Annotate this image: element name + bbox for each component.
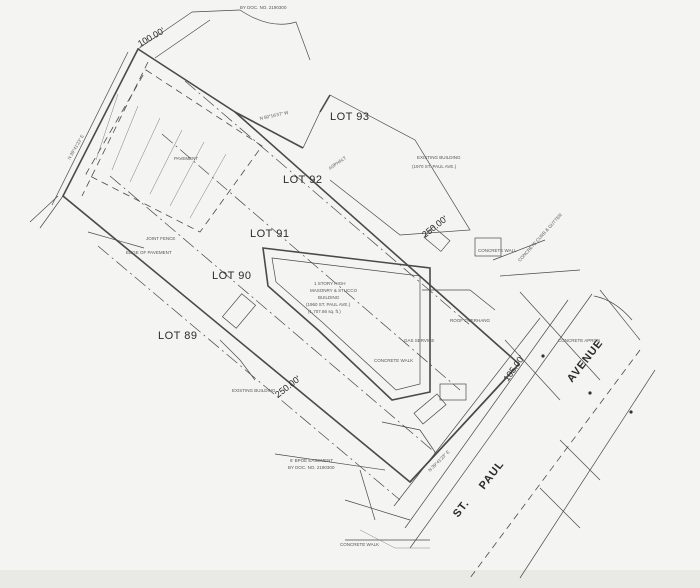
note-concrete-walk: CONCRETE WALK — [374, 358, 413, 363]
stall-4 — [149, 129, 183, 195]
bottom-line-1 — [344, 499, 411, 521]
note-main-building-1: 1 STORY HIGH — [314, 281, 346, 286]
note-existing-building-sw: EXISTING BUILDING — [232, 388, 276, 393]
west-tick — [29, 195, 59, 223]
lot-line-89 — [97, 245, 401, 501]
note-easement: 6' BPOE EASEMENT — [290, 458, 333, 463]
fence-segment — [219, 339, 256, 381]
marker-dot-2 — [588, 391, 592, 395]
stall-2 — [111, 105, 139, 171]
note-concrete-apron: CONCRETE APRON — [558, 338, 600, 343]
note-existing-building-addr: (1970 ST. PAUL AVE.) — [412, 164, 457, 169]
building-inner-line — [271, 257, 421, 391]
dim-north-bearing: N 50°16'37" W — [259, 110, 289, 121]
west-setback-line — [81, 61, 149, 197]
note-side-walk: CONCRETE WALK — [340, 542, 379, 547]
main-building-outline — [262, 247, 431, 401]
front-steps — [413, 393, 447, 425]
top-curve — [239, 9, 311, 61]
note-top-doc: BY DOC. NO. 2190300 — [240, 5, 287, 10]
note-main-building-5: (1,707.66 sq. ft.) — [308, 309, 341, 314]
note-roof-overhang: ROOF OVERHANG — [450, 318, 491, 323]
scan-shadow — [0, 570, 700, 588]
note-main-building-3: BUILDING — [318, 295, 340, 300]
note-concrete-wall: CONCRETE WALL — [478, 248, 517, 253]
top-easement-line-a — [137, 11, 193, 50]
note-main-building-2: MASONRY & STUCCO — [310, 288, 358, 293]
walk-detail — [381, 421, 436, 453]
easement-leader — [274, 453, 386, 471]
stall-3 — [129, 117, 161, 183]
sidewalk-line — [393, 317, 541, 507]
walk-tick-2 — [359, 529, 396, 549]
note-joint-fence: JOINT FENCE — [146, 236, 175, 241]
sw-line-extension — [39, 195, 64, 229]
lot-93-line — [234, 111, 304, 149]
leader-1 — [492, 239, 546, 261]
lot-91-label: LOT 91 — [250, 228, 290, 240]
far-curb-line — [519, 369, 656, 579]
curb-line — [404, 299, 569, 529]
lot-line-92 — [184, 80, 471, 326]
gutter-line — [409, 293, 593, 549]
leader-2 — [499, 269, 581, 277]
note-gas-service: GAS SERVICE — [404, 338, 434, 343]
concrete-pad — [423, 226, 451, 252]
top-easement-line-b — [154, 19, 211, 59]
top-easement-line-c — [191, 9, 241, 13]
existing-building-outline — [329, 94, 471, 236]
marker-dot-1 — [541, 354, 545, 358]
note-easement-doc: BY DOC. NO. 2190300 — [288, 465, 335, 470]
lot-90-label: LOT 90 — [212, 270, 252, 282]
stall-1 — [95, 93, 119, 161]
cross-line-3 — [559, 439, 601, 481]
concrete-wall-box — [474, 237, 502, 257]
easement-drop — [359, 469, 376, 521]
lot-line-91 — [161, 133, 461, 391]
lot-93-label: LOT 93 — [330, 111, 370, 123]
marker-dot-3 — [629, 410, 633, 414]
note-main-building-4: (1960 ST. PAUL AVE.) — [306, 302, 351, 307]
cross-line-2 — [504, 339, 561, 401]
concrete-walk-strip — [422, 289, 496, 311]
lot-92-label: LOT 92 — [283, 174, 323, 186]
parking-area — [85, 69, 263, 233]
note-edge-of-pavement: EDGE OF PAVEMENT — [126, 250, 172, 255]
cross-line-1 — [519, 291, 601, 381]
road-curve — [593, 295, 633, 321]
lot-89-label: LOT 89 — [158, 330, 198, 342]
lot-93-return — [302, 111, 321, 149]
road-end-right — [599, 289, 641, 341]
entry-structure — [439, 383, 467, 401]
stall-6 — [189, 153, 227, 219]
stall-5 — [169, 141, 205, 207]
lot-93-ne — [319, 94, 331, 113]
fence-line — [87, 231, 145, 249]
note-existing-building: EXISTING BUILDING — [417, 155, 461, 160]
note-pavement: PAVEMENT — [174, 156, 198, 161]
cross-line-4 — [539, 487, 581, 529]
west-offset-line — [51, 51, 129, 206]
shed-box — [221, 293, 257, 329]
